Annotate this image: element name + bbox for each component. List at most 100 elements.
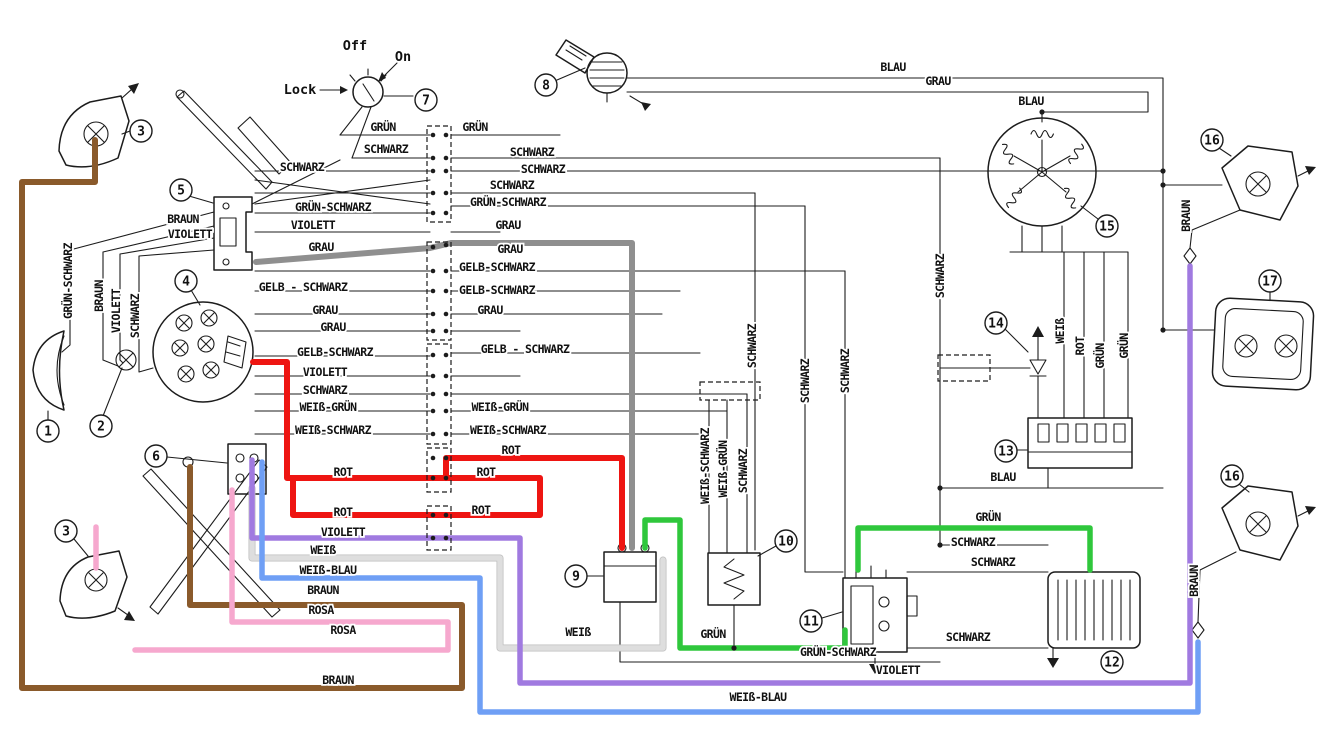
- wire-label: SCHWARZ: [128, 293, 142, 338]
- svg-text:16: 16: [1224, 470, 1240, 485]
- lamp-icon: [1278, 338, 1294, 354]
- component-number-11: 11: [799, 609, 823, 633]
- component-number-4: 4: [174, 269, 198, 293]
- wire-label: VIOLETT: [876, 663, 921, 677]
- component-symbols: [32, 39, 1315, 653]
- wire-label: GRAU: [495, 218, 521, 232]
- wire-label: ROT: [502, 443, 522, 457]
- connector-block-d: [426, 447, 452, 493]
- wire-label: SCHWARZ: [303, 383, 348, 397]
- black-wire-mesh: [47, 62, 1316, 674]
- wire-label: ROT: [477, 465, 497, 479]
- wire-label: VIOLETT: [321, 525, 366, 539]
- wire-label: GRÜN: [370, 119, 396, 134]
- wire-label: WEIß-BLAU: [730, 690, 788, 704]
- turn-signal-front-right-symbol: [1221, 145, 1299, 221]
- wire-label: WEIß: [310, 543, 336, 557]
- wire-label: SCHWARZ: [745, 323, 759, 368]
- wire-label: GRÜN: [462, 119, 488, 134]
- component-number-10: 10: [774, 529, 798, 553]
- connector-pins: [430, 132, 449, 541]
- wire-label: VIOLETT: [168, 227, 213, 241]
- wire-label: WEIß-SCHWARZ: [470, 423, 547, 437]
- component-number-6: 6: [144, 444, 168, 468]
- svg-text:13: 13: [998, 445, 1014, 460]
- wire-label: VIOLETT: [109, 288, 123, 333]
- ignition-switch-labels: Off On Lock: [282, 36, 413, 100]
- wire-label: GELB-SCHWARZ: [459, 260, 536, 274]
- wire-label: BLAU: [880, 60, 906, 74]
- component-number-16: 16: [1220, 464, 1244, 488]
- wire-label: GELB-SCHWARZ: [297, 345, 374, 359]
- wire-label: ROT: [1073, 336, 1087, 356]
- component-number-15: 15: [1095, 214, 1119, 238]
- svg-text:2: 2: [97, 420, 105, 435]
- wire-label: GRAU: [308, 240, 334, 254]
- wire-violett: [249, 263, 1193, 686]
- wire-label: GRAU: [477, 303, 503, 317]
- svg-text:3: 3: [62, 525, 70, 540]
- connector-blocks: [426, 109, 1166, 651]
- junction-dots: [731, 109, 1166, 651]
- right-vertical-wires: [708, 157, 1049, 579]
- svg-text:3: 3: [137, 125, 145, 140]
- terminal-block-symbol: [1027, 417, 1133, 469]
- wire-label: GRÜN: [1116, 333, 1131, 359]
- key-slot-icon: [362, 83, 375, 102]
- connector-block-e: [426, 505, 452, 551]
- svg-text:12: 12: [1104, 656, 1120, 671]
- lamp-icon: [1249, 175, 1267, 193]
- wire-labels-layer: GRÜN SCHWARZ SCHWARZ GRÜN SCHWARZ SCHWARZ SCHW…: [58, 58, 1203, 706]
- wire-label: WEIß-SCHWARZ: [295, 423, 372, 437]
- ladder-wires-right: [450, 134, 1164, 435]
- svg-text:17: 17: [1262, 275, 1278, 290]
- wire-label: BRAUN: [167, 212, 199, 226]
- svg-text:5: 5: [177, 184, 185, 199]
- wire-label: GRÜN: [700, 626, 726, 641]
- magneto-output-wires: [1009, 225, 1129, 419]
- svg-text:14: 14: [988, 317, 1004, 332]
- wire-label: SCHWARZ: [933, 253, 947, 298]
- speedometer-symbol: [152, 301, 254, 403]
- lamp-icon: [1238, 338, 1254, 354]
- component-number-14: 14: [984, 311, 1008, 335]
- handlebar-switch-symbol: [213, 196, 253, 271]
- svg-text:1: 1: [44, 425, 52, 440]
- flasher-resistor-symbol: [707, 552, 761, 606]
- component-number-16: 16: [1200, 128, 1224, 152]
- wire-gruen-coil-regulator: [855, 525, 1093, 573]
- svg-text:9: 9: [572, 570, 580, 585]
- component-number-5: 5: [169, 178, 193, 202]
- turn-signal-rear-right-symbol: [1221, 485, 1299, 561]
- wire-label: SCHWARZ: [946, 630, 991, 644]
- wire-label: ROSA: [330, 623, 356, 637]
- top-right-wires: [626, 77, 1223, 331]
- wire-label: ROT: [334, 465, 354, 479]
- wire-weiss: [249, 485, 666, 651]
- connector-block-a: [426, 125, 452, 223]
- component-number-3: 3: [129, 119, 153, 143]
- wire-label: GRAU: [925, 74, 951, 88]
- left-branch-wires: [61, 211, 215, 373]
- cooling-fins-icon: [1057, 579, 1131, 641]
- connector-block-f: [699, 381, 761, 401]
- ignition-lock-label: Lock: [284, 82, 317, 98]
- ignition-coil-symbol: [842, 577, 918, 653]
- wire-label: ROSA: [308, 603, 334, 617]
- component-number-2: 2: [89, 414, 113, 438]
- wire-label: SCHWARZ: [951, 535, 996, 549]
- wire-label: VIOLETT: [303, 365, 348, 379]
- component-number-12: 12: [1100, 650, 1124, 674]
- wire-label: BRAUN: [307, 583, 339, 597]
- coil-icon: [1001, 143, 1015, 165]
- wire-label: GRÜN-SCHWARZ: [295, 199, 372, 214]
- wire-label: SCHWARZ: [364, 142, 409, 156]
- wire-label: GELB - SCHWARZ: [259, 280, 348, 294]
- wire-label: GELB-SCHWARZ: [459, 283, 536, 297]
- wire-label: BRAUN: [1187, 565, 1201, 597]
- wire-label: SCHWARZ: [490, 178, 535, 192]
- wire-label: WEIß: [1053, 318, 1067, 344]
- lamp-icon: [88, 572, 104, 588]
- coil-icon: [1030, 129, 1054, 139]
